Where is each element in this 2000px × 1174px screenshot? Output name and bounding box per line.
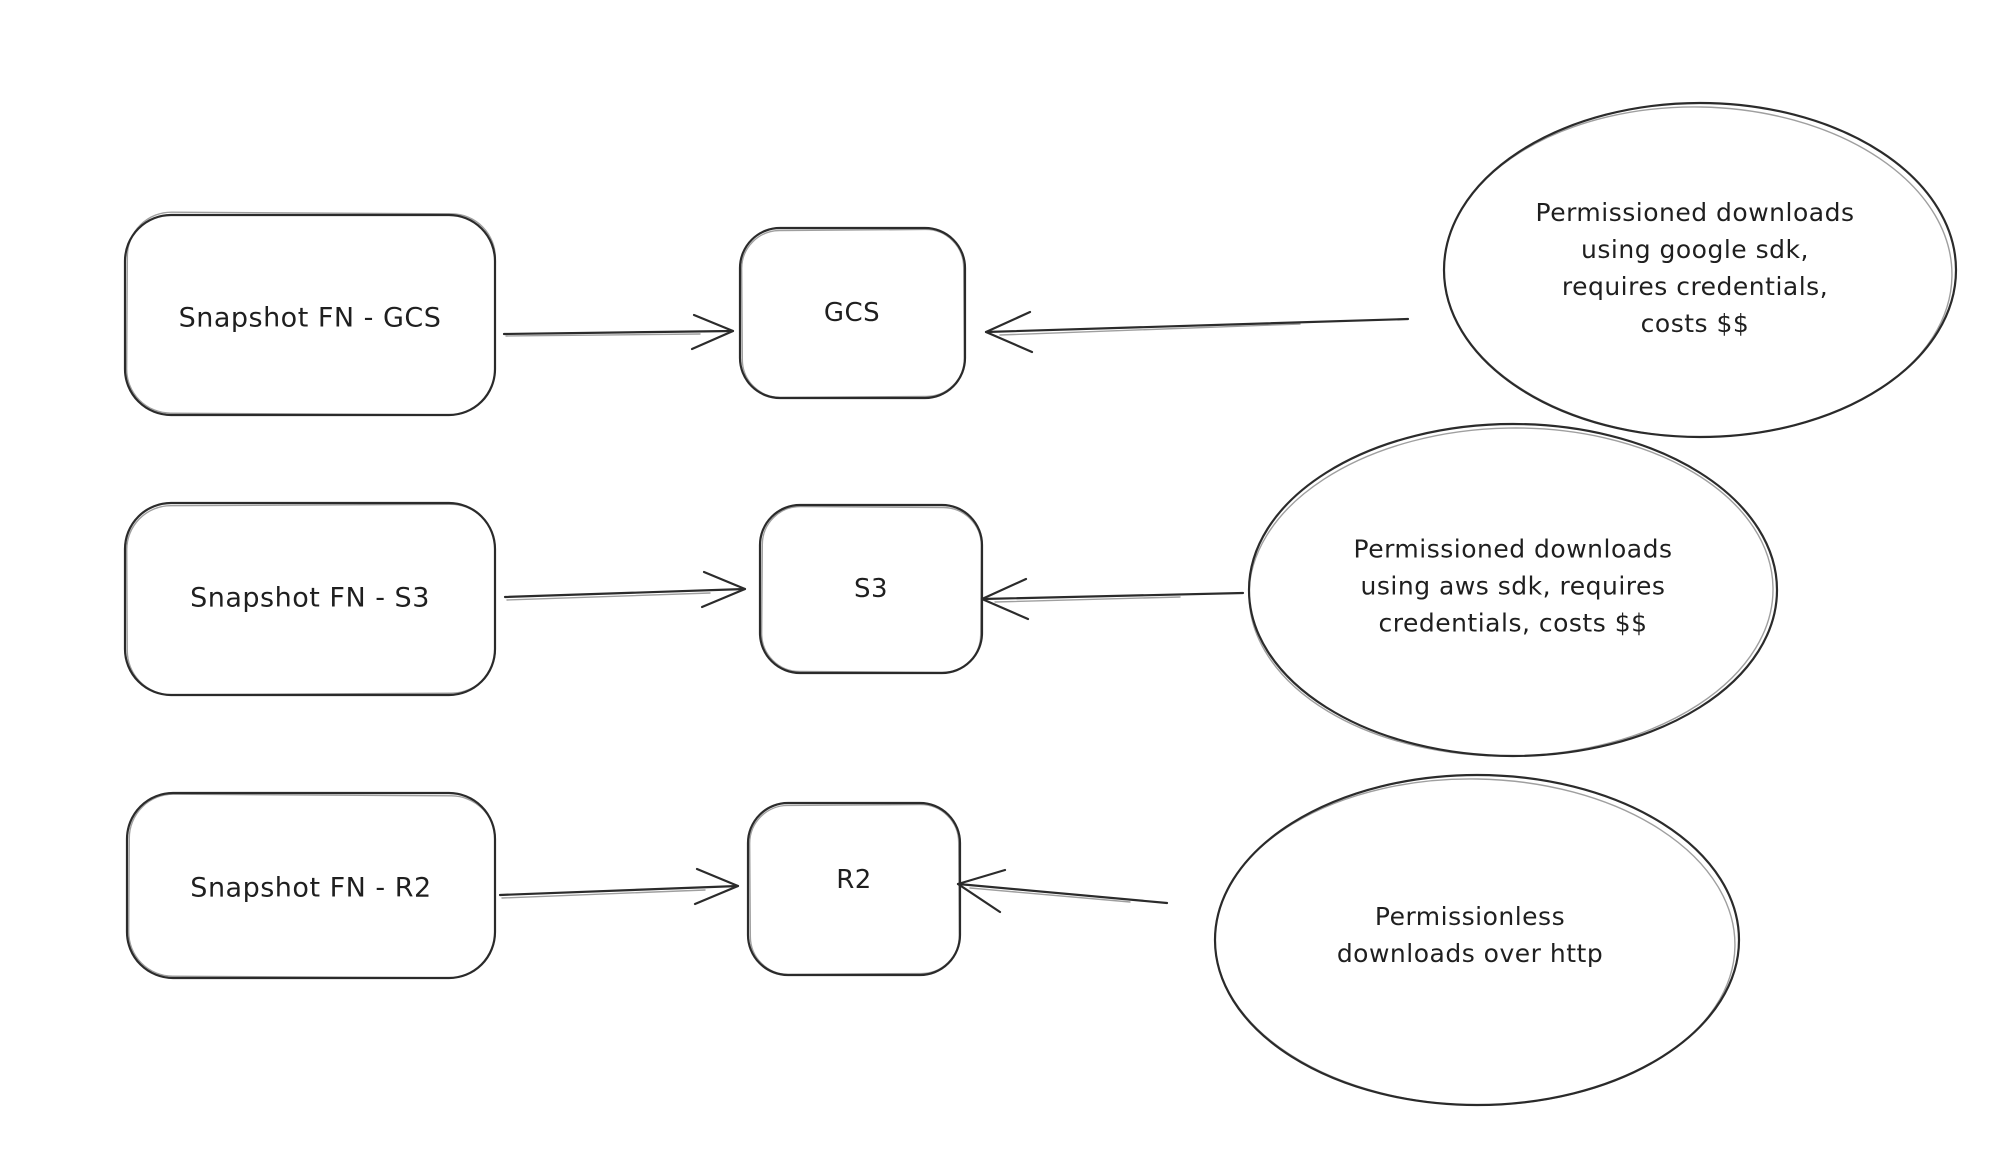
r2-store-box [746, 801, 962, 977]
arrow-note-s3-to-s3 [980, 577, 1245, 621]
note-s3-line-1: Permissioned downloads [1353, 534, 1673, 564]
r2-store-label: R2 [836, 865, 872, 895]
arrow-note-r2-to-r2 [956, 868, 1169, 914]
s3-store-label: S3 [853, 574, 889, 604]
snapshot-fn-gcs-label: Snapshot FN - GCS [178, 302, 442, 334]
snapshot-fn-r2-label: Snapshot FN - R2 [190, 872, 432, 904]
s3-store-box [758, 503, 984, 675]
note-r2-ellipse [1213, 773, 1741, 1107]
note-gcs-line-2: using google sdk, [1581, 235, 1809, 264]
note-gcs-line-1: Permissioned downloads [1535, 198, 1855, 227]
note-r2-line-1: Permissionless [1374, 902, 1566, 931]
note-gcs-line-3: requires credentials, [1561, 272, 1829, 301]
gcs-store-label: GCS [823, 298, 881, 328]
arrow-snapshot-fn-r2-to-r2 [498, 867, 740, 906]
note-s3-ellipse [1247, 422, 1779, 758]
note-s3-text: Permissioned downloads using aws sdk, re… [1354, 531, 1673, 642]
note-s3-line-3: credentials, costs $$ [1378, 608, 1648, 638]
snapshot-fn-gcs-box [123, 211, 497, 417]
snapshot-fn-r2-box [125, 791, 497, 980]
arrow-snapshot-fn-gcs-to-gcs [502, 313, 735, 351]
note-gcs-text: Permissioned downloads using google sdk,… [1536, 194, 1855, 342]
snapshot-fn-s3-box [123, 501, 497, 697]
note-r2-text: Permissionless downloads over http [1337, 898, 1603, 972]
note-gcs-line-4: costs $$ [1640, 309, 1750, 338]
note-s3-line-2: using aws sdk, requires [1360, 571, 1666, 601]
note-gcs-ellipse [1442, 101, 1958, 439]
arrow-snapshot-fn-s3-to-s3 [503, 570, 747, 609]
gcs-store-box [738, 226, 967, 400]
arrow-note-gcs-to-gcs [984, 310, 1410, 354]
note-r2-line-2: downloads over http [1336, 939, 1604, 968]
snapshot-fn-s3-label: Snapshot FN - S3 [190, 582, 430, 614]
